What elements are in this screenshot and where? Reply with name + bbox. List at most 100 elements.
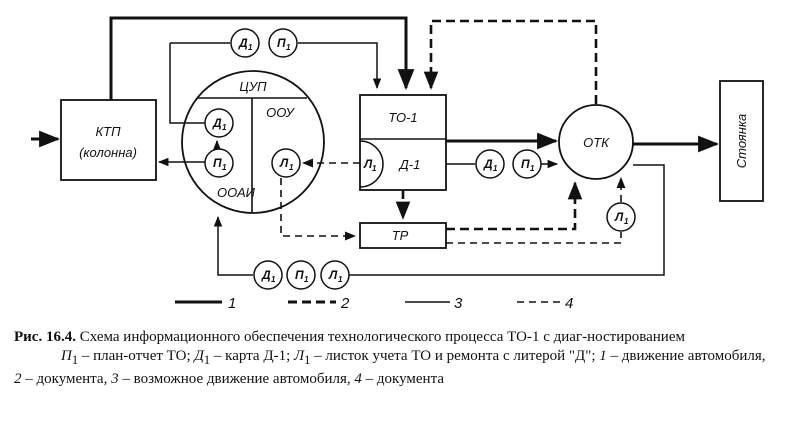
legend-item-2: 2 xyxy=(288,295,350,312)
tr-block: ТР xyxy=(359,222,447,249)
svg-text:Л: Л xyxy=(363,157,373,171)
doc-circle-outline xyxy=(320,260,350,290)
caption-run: 1 xyxy=(203,353,211,367)
doc-letter: П xyxy=(277,36,286,50)
caption-run: – возможное движение автомобиля, xyxy=(118,371,355,387)
caption-run: – документа, xyxy=(21,371,112,387)
caption-run: – документа xyxy=(361,371,444,387)
vehicle-flow-lines xyxy=(31,16,720,153)
svg-text:2: 2 xyxy=(340,295,350,312)
doc-subscript: 1 xyxy=(530,164,535,173)
legend-item-1: 1 xyxy=(175,295,236,312)
doc-circle-outline xyxy=(271,148,301,178)
ktp-block: КТП (колонна) xyxy=(60,99,157,181)
doc-letter: Л xyxy=(279,156,289,170)
doc-circle-outline xyxy=(204,108,234,138)
svg-text:3: 3 xyxy=(454,295,463,312)
doc-subscript: 1 xyxy=(286,43,291,52)
ktp-sublabel: (колонна) xyxy=(79,145,137,160)
svg-text:1: 1 xyxy=(372,164,377,173)
doc-letter: П xyxy=(521,157,530,171)
figure-caption: Рис. 16.4. Схема информационного обеспеч… xyxy=(14,328,774,389)
caption-run: Л xyxy=(293,348,305,364)
doc-subscript: 1 xyxy=(222,163,227,172)
doc-subscript: 1 xyxy=(624,217,629,226)
doc-L1-in-d1: Л 1 xyxy=(363,157,377,173)
otk-circle: ОТК xyxy=(558,104,634,180)
caption-run: 1 xyxy=(71,353,79,367)
doc-letter: П xyxy=(295,268,304,282)
possible-flow-lines xyxy=(157,42,665,276)
svg-text:4: 4 xyxy=(565,295,573,312)
doc-letter: Л xyxy=(328,268,338,282)
doc-circle-outline xyxy=(475,149,505,179)
legend-item-4: 4 xyxy=(517,295,573,312)
doc-letter: Д xyxy=(261,268,271,282)
doc-letter: П xyxy=(213,156,222,170)
doc-circle-outline xyxy=(606,202,636,232)
tr-label: ТР xyxy=(392,228,409,243)
caption-run: – план-отчет ТО; xyxy=(78,348,195,364)
caption-run: П xyxy=(61,348,72,364)
figure-number: Рис. 16.4. xyxy=(14,329,76,345)
doc-subscript: 1 xyxy=(338,275,343,284)
oou-label: ООУ xyxy=(266,105,295,120)
doc-circle-outline xyxy=(286,260,316,290)
doc-subscript: 1 xyxy=(248,43,253,52)
doc-circle-outline xyxy=(253,260,283,290)
caption-run: 3 xyxy=(111,371,119,387)
caption-run: – карта Д-1; xyxy=(210,348,294,364)
svg-text:1: 1 xyxy=(228,295,236,312)
caption-run: 1 xyxy=(599,348,607,364)
document-flow-thick-dashed xyxy=(395,19,598,231)
parking-block: Стоянка xyxy=(719,80,764,202)
doc-subscript: 1 xyxy=(493,164,498,173)
doc-letter: Д xyxy=(212,116,222,130)
cup-title: ЦУП xyxy=(239,79,267,94)
doc-subscript: 1 xyxy=(304,275,309,284)
legend-item-3: 3 xyxy=(405,295,463,312)
otk-label: ОТК xyxy=(583,135,610,150)
doc-subscript: 1 xyxy=(289,163,294,172)
doc-letter: Д xyxy=(238,36,248,50)
to1-label: ТО-1 xyxy=(388,110,417,125)
cup-circle: ЦУП ООУ ООАИ xyxy=(181,70,325,214)
caption-run: – движение автомобиля, xyxy=(606,348,766,364)
document-flow-thin-dashed xyxy=(280,158,626,244)
caption-legend-text: П1 – план-отчет ТО; Д1 – карта Д-1; Л1 –… xyxy=(14,347,774,389)
caption-run: 4 xyxy=(354,371,362,387)
doc-subscript: 1 xyxy=(271,275,276,284)
caption-run: Д xyxy=(194,348,204,364)
doc-circle-outline xyxy=(204,148,234,178)
d1-label: Д-1 xyxy=(398,157,421,172)
ktp-label: КТП xyxy=(95,124,121,139)
doc-subscript: 1 xyxy=(222,123,227,132)
caption-run: 2 xyxy=(14,371,22,387)
doc-circle-outline xyxy=(268,28,298,58)
doc-circle-outline xyxy=(230,28,260,58)
caption-title-text: Схема информационного обеспечения технол… xyxy=(75,329,685,345)
parking-label: Стоянка xyxy=(734,114,749,168)
caption-title: Рис. 16.4. Схема информационного обеспеч… xyxy=(14,328,774,347)
ooai-label: ООАИ xyxy=(217,185,256,200)
doc-letter: Л xyxy=(614,210,624,224)
caption-run: – листок учета ТО и ремонта с литерой "Д… xyxy=(310,348,600,364)
to1-d1-block: ТО-1 Д-1 Л 1 xyxy=(359,94,447,191)
line-legend: 1 2 3 4 xyxy=(175,295,573,312)
information-flow-diagram: КТП (колонна) ЦУП ООУ ООАИ ТО-1 Д-1 Л 1 … xyxy=(31,16,764,312)
doc-letter: Д xyxy=(483,157,493,171)
caption-run: 1 xyxy=(304,353,311,367)
doc-circle-outline xyxy=(512,149,542,179)
